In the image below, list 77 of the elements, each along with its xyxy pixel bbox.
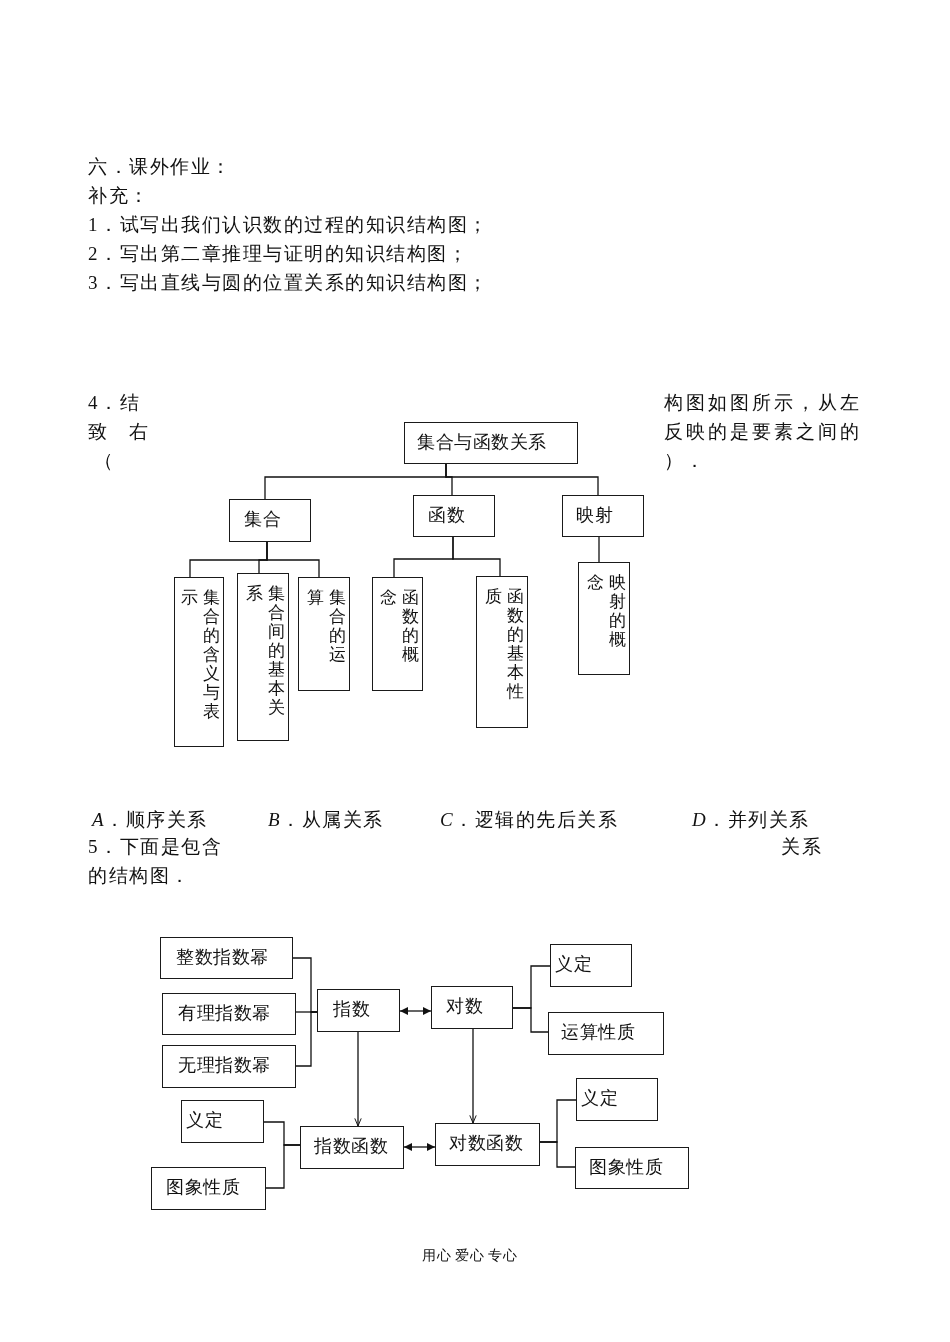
vertical-concept-box [237, 573, 289, 741]
question-text: 致 右 [88, 421, 150, 444]
concept-box [550, 944, 632, 987]
concept-box [548, 1012, 664, 1055]
concept-box [162, 1045, 296, 1088]
vertical-concept-box [174, 577, 224, 747]
connector-line [295, 1011, 318, 1067]
concept-box [317, 989, 400, 1032]
concept-label: 函数 [428, 504, 465, 526]
concept-label: 有理指数幂 [178, 1002, 271, 1024]
concept-box [300, 1126, 404, 1169]
arrow [469, 1028, 477, 1124]
question-text: 4．结 [88, 392, 140, 415]
vertical-label: 集合的运算 [307, 588, 346, 666]
connector-line [265, 1144, 301, 1189]
vertical-concept-box [298, 577, 350, 691]
concept-label: 映射 [576, 504, 613, 526]
concept-label: 图象性质 [589, 1156, 663, 1178]
concept-label: 指数函数 [314, 1136, 388, 1157]
vertical-label: 函数的概念 [380, 588, 419, 666]
concept-label: 整数指数幂 [176, 946, 269, 968]
answer-option: D．并列关系 [692, 809, 810, 832]
arrow [403, 1143, 436, 1151]
concept-box [562, 495, 644, 537]
vertical-concept-box [476, 576, 528, 728]
concept-label: 指数 [333, 999, 370, 1020]
vertical-label: 函数的基本性质 [485, 587, 524, 703]
concept-box [575, 1147, 689, 1189]
question-text: （ [94, 450, 115, 473]
vertical-concept-box [372, 577, 423, 691]
concept-label: 对数函数 [449, 1133, 523, 1154]
vertical-label: 集合间的基本关系 [246, 584, 285, 719]
concept-label: 对数 [446, 996, 483, 1017]
concept-label: 义定 [186, 1110, 223, 1131]
answer-option: C．逻辑的先后关系 [440, 809, 619, 832]
exercise-item: 1．试写出我们认识数的过程的知识结构图； [88, 214, 489, 237]
question-text: 构图如图所示，从左 [664, 392, 862, 415]
concept-label: 集合 [244, 509, 281, 530]
connector-line [266, 541, 320, 578]
concept-box [404, 422, 578, 464]
concept-box [229, 499, 311, 542]
connector-line [452, 536, 501, 577]
concept-label: 图象性质 [166, 1177, 240, 1198]
answer-option: B．从属关系 [268, 809, 384, 832]
concept-box [160, 937, 293, 979]
question-text: 的结构图． [88, 865, 191, 888]
connector-line [512, 1007, 549, 1033]
concept-box [162, 993, 296, 1035]
exercise-item: 2．写出第二章推理与证明的知识结构图； [88, 243, 468, 266]
arrow [399, 1007, 432, 1015]
question-text: 关系 [781, 836, 822, 859]
exercise-item: 3．写出直线与圆的位置关系的知识结构图； [88, 272, 489, 295]
connector-line [445, 463, 599, 496]
concept-label: 运算性质 [561, 1022, 635, 1043]
footer-text: 用心 爱心 专心 [422, 1248, 517, 1265]
concept-label: 义定 [555, 954, 592, 975]
vertical-label: 集合的含义与表示 [181, 588, 220, 723]
answer-option: A．顺序关系 [92, 809, 208, 832]
concept-box [435, 1123, 540, 1166]
connector-line [539, 1141, 576, 1168]
connector-line [598, 536, 600, 563]
question-text: ）． [664, 450, 705, 473]
arrow [354, 1031, 362, 1127]
concept-label: 义定 [581, 1088, 618, 1109]
concept-box [431, 986, 513, 1029]
question-text: 反映的是要素之间的 [664, 421, 862, 444]
concept-label: 集合与函数关系 [417, 431, 547, 453]
subheading: 补充： [88, 185, 150, 208]
concept-box [181, 1100, 264, 1143]
section-heading: 六．课外作业： [88, 156, 232, 179]
concept-label: 无理指数幂 [178, 1055, 271, 1076]
concept-box [576, 1078, 658, 1121]
concept-box [151, 1167, 266, 1210]
vertical-concept-box [578, 562, 630, 675]
concept-box [413, 495, 495, 537]
vertical-label: 映射的概念 [587, 573, 626, 651]
question-text: 5．下面是包含 [88, 836, 222, 859]
